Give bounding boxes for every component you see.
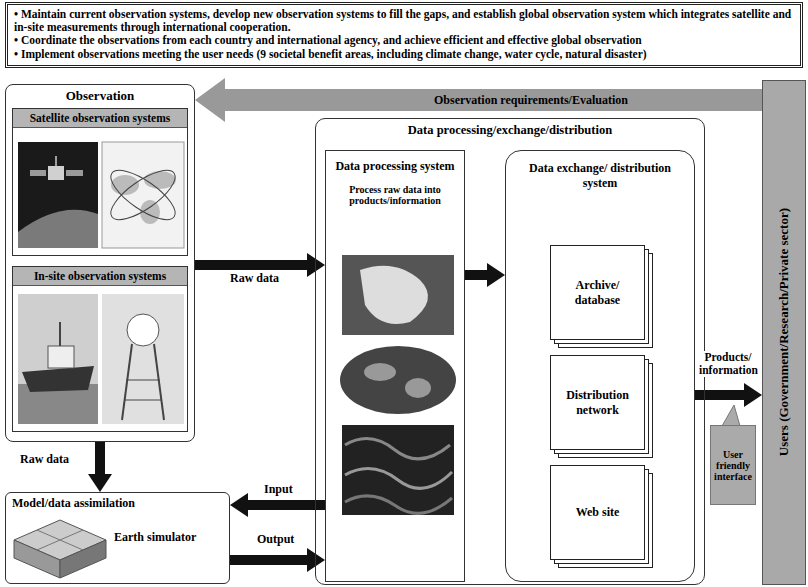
box-label: Earth simulator <box>114 530 229 545</box>
arrow-shaft <box>225 89 762 111</box>
box-heading: Data exchange/ distribution system <box>506 151 694 201</box>
arrow-shaft <box>248 500 325 510</box>
edge-label-holder: Raw data <box>18 452 71 467</box>
edge-label: Observation requirements/Evaluation <box>430 92 632 109</box>
edge-label: Products/ information <box>697 351 759 377</box>
system-box: In-site observation systems <box>12 266 188 432</box>
box-body: Process raw data into products/informati… <box>326 178 464 212</box>
arrow-head <box>487 263 505 287</box>
box-heading: Model/data assimilation <box>6 493 229 514</box>
arrow-shaft <box>230 555 307 565</box>
arrow-head <box>307 548 325 572</box>
bullet-note: • Implement observations meeting the use… <box>14 48 794 61</box>
flow-arrow <box>195 78 762 122</box>
arrow-head <box>88 474 112 492</box>
flow-arrow <box>88 442 112 492</box>
callout-box: User friendly interface <box>710 425 756 505</box>
map-picture <box>342 255 454 335</box>
edge-label: Raw data <box>228 271 281 286</box>
edge-label-holder: Output <box>255 532 296 547</box>
arrow-shaft <box>465 270 487 280</box>
box-heading: Data processing system <box>326 151 464 178</box>
observation-panel: ObservationSatellite observation systems… <box>5 84 195 442</box>
edge-label: Output <box>255 532 296 547</box>
callout-text: User friendly interface <box>711 447 755 484</box>
system-box: Satellite observation systems <box>12 108 188 256</box>
stack-box: Distribution network <box>550 355 645 450</box>
pattern-picture <box>342 425 454 515</box>
box-heading: In-site observation systems <box>13 267 187 286</box>
processing-panel: Data processing/exchange/distributionDat… <box>315 118 705 585</box>
users-band: Users (Government/Research/Private secto… <box>762 80 806 585</box>
globe-picture <box>340 346 456 414</box>
callout-pointer <box>722 405 740 426</box>
orbit-map-picture <box>102 142 184 248</box>
edge-label-holder: Raw data <box>228 271 281 286</box>
panel-heading: Observation <box>6 85 194 107</box>
flow-arrow <box>465 263 505 287</box>
satellite-picture <box>18 142 98 248</box>
box-label: Archive/ database <box>551 274 644 312</box>
arrow-head <box>230 493 248 517</box>
bullet-note: • Coordinate the observations from each … <box>14 34 794 47</box>
goal-box: • Maintain current observation systems, … <box>5 2 803 68</box>
edge-label-holder: Input <box>262 482 295 497</box>
earth-simulator-picture <box>14 520 106 578</box>
flow-arrow <box>230 548 325 572</box>
arrow-shaft <box>195 260 307 270</box>
edge-label-holder: Products/ information <box>697 351 759 377</box>
arrow-head <box>195 78 225 122</box>
band-label: Users (Government/Research/Private secto… <box>776 208 792 456</box>
tower-picture <box>102 294 184 424</box>
edge-label: Input <box>262 482 295 497</box>
panel-heading: Data processing/exchange/distribution <box>316 119 704 142</box>
flow-arrow <box>695 383 762 407</box>
edge-label: Raw data <box>18 452 71 467</box>
process-box: Data processing systemProcess raw data i… <box>325 150 465 582</box>
model-box: Model/data assimilationEarth simulator <box>5 492 230 584</box>
arrow-head <box>744 383 762 407</box>
box-label: Distribution network <box>551 384 644 422</box>
exchange-box: Data exchange/ distribution systemArchiv… <box>505 150 695 582</box>
ship-picture <box>18 294 98 424</box>
box-heading: Satellite observation systems <box>13 109 187 128</box>
arrow-head <box>307 253 325 277</box>
stack-box: Web site <box>550 465 645 560</box>
box-label: Web site <box>572 501 624 524</box>
arrow-shaft <box>695 390 744 400</box>
edge-label-holder: Observation requirements/Evaluation <box>430 92 632 109</box>
arrow-shaft <box>95 442 105 474</box>
bullet-note: • Maintain current observation systems, … <box>14 8 794 34</box>
stack-box: Archive/ database <box>550 245 645 340</box>
